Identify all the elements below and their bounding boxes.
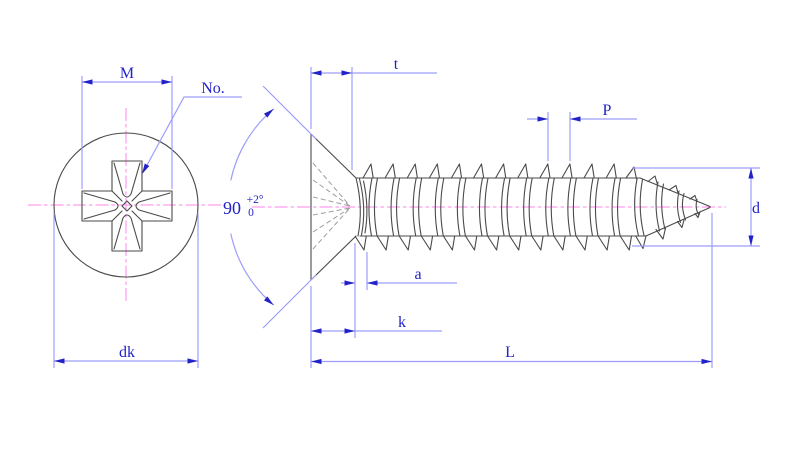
arrowhead <box>537 116 548 122</box>
head-profile <box>310 133 357 281</box>
side-view-screw <box>310 133 711 281</box>
arrowhead <box>748 235 754 246</box>
extension-lines <box>53 67 760 368</box>
recess-wing-top <box>113 162 141 198</box>
front-view-screw-head <box>53 132 199 278</box>
dim-label-p: P <box>603 102 612 119</box>
dimension-lines <box>53 67 760 368</box>
arrowhead <box>263 108 274 118</box>
angle-tolerance-lower: 0 <box>248 207 254 219</box>
arrowhead <box>748 168 754 179</box>
head-outline-circle <box>53 132 199 278</box>
dim-label-d: d <box>752 200 760 217</box>
dim-label-k: k <box>398 314 406 331</box>
arrowhead <box>311 358 322 365</box>
arrowhead <box>341 70 352 76</box>
recess-center-diamond <box>121 200 133 212</box>
dim-label-a: a <box>414 266 421 283</box>
recess-wing-left <box>83 192 119 220</box>
dimension-arrowheads <box>54 70 754 365</box>
dim-label-t: t <box>394 56 399 73</box>
point-taper-threads <box>625 166 701 250</box>
no-leader-line <box>142 96 242 173</box>
thread-start-curves <box>355 177 368 237</box>
arrowhead <box>263 296 274 306</box>
thread-pattern <box>354 163 632 251</box>
angle-value: 90 <box>223 198 241 218</box>
centerlines <box>28 108 726 302</box>
recess-cross-outline <box>81 160 173 252</box>
arrowhead <box>344 280 355 286</box>
dimension-labels: M No. dk t P a k L d 90 +2° 0 <box>119 56 760 361</box>
arrowhead <box>311 70 322 76</box>
arrowhead <box>54 358 65 364</box>
arrowhead <box>187 358 198 364</box>
dim-label-no: No. <box>201 80 225 97</box>
angle-tolerance-upper: +2° <box>247 194 264 206</box>
recess-depth-hidden-lines <box>312 162 351 250</box>
dim-label-m: M <box>120 65 134 82</box>
dim-label-l: L <box>505 344 515 361</box>
arrowhead <box>82 79 93 85</box>
arrowhead <box>161 79 172 85</box>
arrowhead <box>142 163 150 174</box>
arrowhead <box>344 328 355 334</box>
arrowhead <box>570 116 581 122</box>
recess-wing-bottom <box>113 214 141 250</box>
recess-wing-right <box>135 192 171 220</box>
angle-extension-lines <box>262 85 317 329</box>
arrowhead <box>311 328 322 334</box>
recess-corner-lines <box>111 190 143 222</box>
arrowhead <box>701 358 712 365</box>
dim-label-dk: dk <box>119 344 135 361</box>
thread-profile-path <box>354 163 632 251</box>
arrowhead <box>367 280 378 286</box>
